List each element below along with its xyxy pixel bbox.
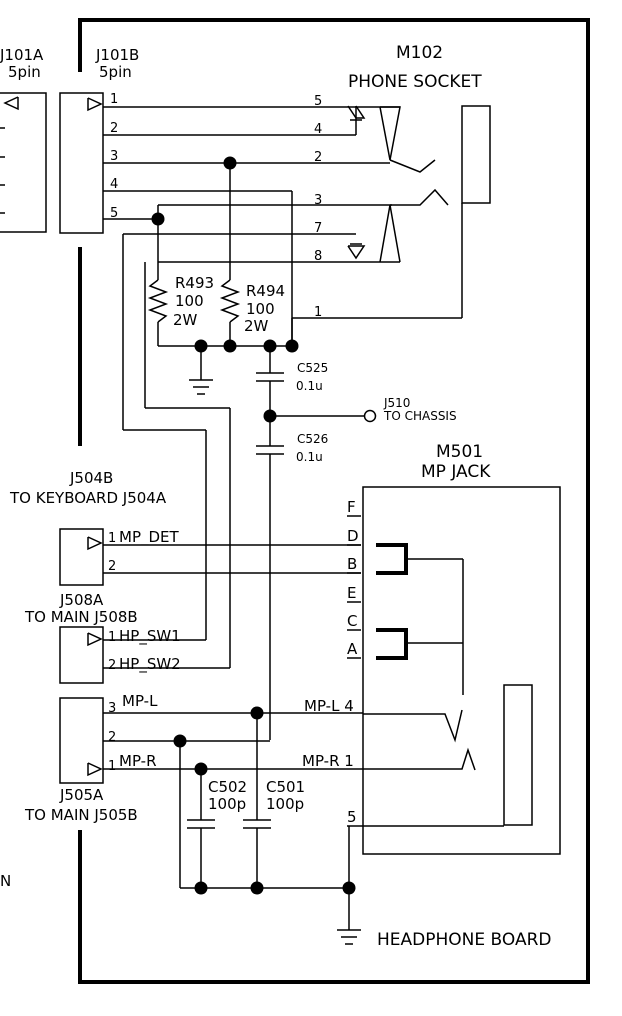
j505a-name: J505A [59,786,104,804]
j505a-pin-2: 2 [108,730,116,745]
ground-bus [179,741,361,945]
j101a-pins: 5pin [8,63,41,81]
j101b-pin-2: 2 [110,121,118,136]
m501-title: MP JACK [421,462,491,482]
m102-pin-2: 2 [314,150,322,165]
c502-name: C502 [208,778,247,796]
m102-pin-1: 1 [314,305,322,320]
connector-j101a: J101A 5pin [0,46,47,233]
j508a-body [59,626,104,684]
connector-j101b: J101B 5pin 1 2 3 4 5 [59,46,139,234]
connector-j508a: J508A TO MAIN J508B 1 HP_SW1 2 HP_SW2 [24,591,230,684]
c502-value: 100p [208,795,246,813]
j508a-sig-1: HP_SW1 [119,627,181,646]
j505a-sig-3: MP-L [122,692,158,710]
m501-pin1-label: MP-R 1 [302,752,354,770]
j504b-pin-2: 2 [108,559,116,574]
connector-j504b: J504B TO KEYBOARD J504A 1 MP_DET 2 [9,469,361,586]
wires-top [103,106,463,668]
j504b-name: J504B [69,469,113,487]
m102-name: M102 [396,43,443,63]
j101b-name: J101B [95,46,139,64]
j510-name: J510 [383,396,410,410]
m501-pin5-label: 5 [347,808,357,826]
j101b-body [59,92,104,234]
j505a-pin-3: 3 [108,701,116,716]
m501-sleeve [503,684,533,826]
r493-value: 100 [175,292,204,310]
j101b-pin-5: 5 [110,206,118,221]
j505a-pin-arrow-icon [87,762,103,777]
c525-name: C525 [297,361,328,375]
phone-socket-m102: M102 PHONE SOCKET 5 4 2 3 7 8 1 [314,43,491,320]
m102-sleeve [461,105,491,204]
j510-terminal: J510 TO CHASSIS [263,396,457,423]
connector-j505a: 3 MP-L 2 1 MP-R J505A TO MAIN J505B [24,692,363,824]
c525-value: 0.1u [296,379,323,393]
j508a-sig-2: HP_SW2 [119,655,181,674]
j101b-pin-3: 3 [110,149,118,164]
board-outline [78,18,590,984]
j504b-sig-1: MP_DET [119,528,180,547]
board-label: HEADPHONE BOARD [377,930,552,950]
c501-name: C501 [266,778,305,796]
j508a-desc: TO MAIN J508B [24,608,138,626]
c501-value: 100p [266,795,304,813]
j504b-pin-1: 1 [108,531,116,546]
common-node [151,156,299,395]
j505a-pin-1: 1 [108,759,116,774]
j505a-desc: TO MAIN J505B [24,806,138,824]
m501-contact-a: A [347,640,358,658]
j510-desc: TO CHASSIS [383,409,457,423]
j504b-pin-arrow-icon [87,536,103,551]
j504b-desc: TO KEYBOARD J504A [9,489,167,507]
r494-power: 2W [244,317,269,335]
mp-jack-m501: M501 MP JACK F D B E C A MP-L 4 MP-R 1 5 [302,442,561,855]
m102-title: PHONE SOCKET [348,72,482,92]
m501-contact-b: B [347,555,357,573]
capacitor-c502: C502 100p [187,769,247,888]
r493-name: R493 [175,274,214,292]
j505a-body [59,697,104,784]
resistor-r494: R494 100 2W [219,163,285,346]
j505a-sig-1: MP-R [119,752,157,770]
m501-name: M501 [436,442,483,462]
resistor-r493: R493 100 2W [147,219,214,346]
r494-value: 100 [246,300,275,318]
m102-pin-3: 3 [314,193,322,208]
j101b-pin-1: 1 [110,92,118,107]
capacitor-c526: C526 0.1u [256,432,328,740]
j101b-pins: 5pin [99,63,132,81]
j101b-pin-4: 4 [110,177,118,192]
c526-value: 0.1u [296,450,323,464]
m102-pin-4: 4 [314,122,322,137]
m501-contact-d: D [347,527,359,545]
m501-pin4-label: MP-L 4 [304,697,354,715]
m102-pin-5: 5 [314,94,322,109]
m102-pin-8: 8 [314,249,322,264]
capacitor-c501: C501 100p [243,713,305,888]
m501-contact-c: C [347,612,357,630]
j508a-pin-1: 1 [108,630,116,645]
c526-name: C526 [297,432,328,446]
r494-name: R494 [246,282,285,300]
j508a-name: J508A [59,591,104,609]
m501-contact-e: E [347,584,356,602]
capacitor-c525: C525 0.1u [256,346,328,446]
j101a-name: J101A [0,46,44,64]
j504b-body [59,528,104,586]
m102-pin-7: 7 [314,221,322,236]
j508a-pin-2: 2 [108,658,116,673]
edge-fragment-label: N [0,872,11,890]
r493-power: 2W [173,311,198,329]
j508a-pin-arrow-icon [87,632,103,647]
m501-contact-f: F [347,498,356,516]
j101b-pin-arrow-icon [87,97,103,112]
